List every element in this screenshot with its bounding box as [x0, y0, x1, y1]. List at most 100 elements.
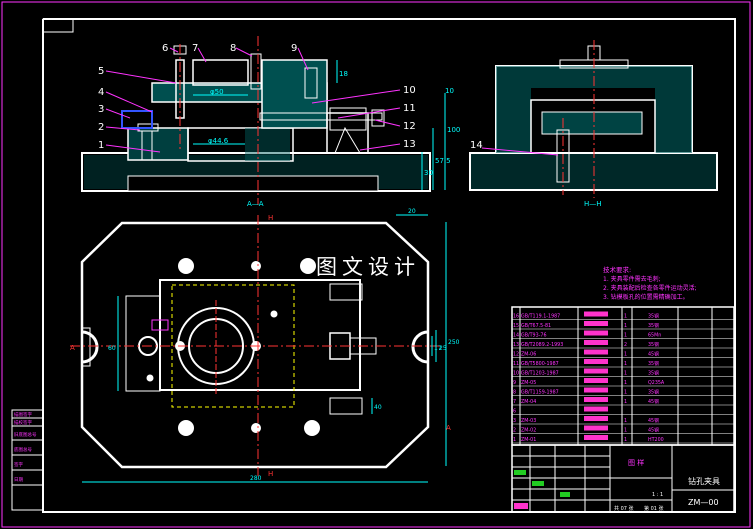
title-green-mark-2 [532, 481, 544, 486]
bom-cell-qty: 1 [624, 371, 627, 377]
leader-4 [105, 91, 153, 113]
bom-table [511, 306, 735, 446]
bom-cell-mat: 45钢 [648, 351, 659, 358]
bom-cell-qty: 1 [624, 314, 627, 320]
overlay-watermark-text: 图文设计 [316, 255, 420, 279]
part-number-3: 3 [98, 104, 104, 115]
bom-cell-qty: 1 [624, 361, 627, 367]
bom-cell-no: 9 [513, 380, 516, 386]
tech-line-3: 3. 钻模板孔的位置需精确加工。 [603, 293, 689, 301]
top-view [70, 214, 447, 483]
bom-cell-qty: 1 [624, 418, 627, 424]
part-number-12: 12 [403, 121, 416, 132]
part-number-10: 10 [403, 85, 416, 96]
leader-12 [374, 119, 401, 127]
bom-cell-no: 15 [513, 323, 519, 329]
dim-text-280: 280 [250, 475, 262, 482]
bom-cell-no: 16 [513, 314, 519, 320]
screw-8 [250, 53, 262, 90]
leader-2 [105, 126, 141, 131]
tech-line-1: 1. 夹具零件需去毛刺; [603, 275, 661, 283]
title-magenta-mark [514, 503, 528, 509]
leader-1 [105, 144, 161, 153]
leader-11 [337, 107, 401, 119]
tech-line-2: 2. 夹具装配后检查各零件运动灵活; [603, 284, 697, 292]
bom-cell-no: 2 [513, 428, 516, 434]
locator-block [121, 110, 153, 129]
plan-magenta-block [151, 319, 169, 331]
plan-bolt-bm [251, 423, 261, 433]
bom-cell-code: ZM-02 [521, 428, 536, 434]
bom-cell-code: ZM-05 [521, 380, 536, 386]
section-label-a-a: A—A [247, 200, 264, 208]
dim-text-250: 250 [448, 339, 460, 346]
bom-cell-qty: 1 [624, 390, 627, 396]
top-left-corner-block [42, 18, 74, 33]
bom-cell-qty: 1 [624, 323, 627, 329]
clamp-rod [259, 112, 383, 121]
bom-cell-no: 8 [513, 390, 516, 396]
dim-text-100: 100 [447, 126, 460, 134]
pin-left-shank [141, 130, 153, 161]
bom-cell-no: 11 [513, 361, 519, 367]
dim-text-40: 40 [374, 404, 382, 411]
left-riser [127, 127, 189, 161]
bom-cell-qty: 1 [624, 428, 627, 434]
part-number-7: 7 [192, 43, 198, 54]
bom-cell-no: 6 [513, 409, 516, 415]
view-mark-a-right: A [446, 424, 451, 432]
bom-cell-mat: 35钢 [648, 389, 659, 396]
dim-text-25: 25 [439, 345, 447, 352]
support-body [187, 127, 294, 162]
stamp-label-1: 描图签字 [14, 411, 32, 418]
bom-name-block [584, 349, 608, 355]
plan-bolt-tm [251, 261, 261, 271]
bom-name-block [584, 311, 608, 317]
tech-title: 技术要求: [603, 265, 631, 274]
bom-cell-no: 3 [513, 418, 516, 424]
dim-text-18: 18 [339, 70, 348, 78]
bom-name-block [584, 425, 608, 431]
stamp-label-6: 日期 [14, 477, 23, 483]
plan-jig-plate [159, 279, 361, 391]
hh-right-wall [655, 88, 692, 153]
bom-cell-no: 1 [513, 437, 516, 443]
leader-8 [235, 47, 253, 57]
spring-clamp [329, 107, 367, 131]
bom-name-block [584, 387, 608, 393]
stamp-label-4: 底图总号 [14, 446, 32, 453]
plan-bolt-tl [178, 258, 194, 274]
bom-cell-code: GB/T119.1-1987 [521, 314, 560, 320]
bom-cell-code: GB/T93-76 [521, 333, 547, 339]
section-view-h-h [469, 40, 718, 198]
bom-name-block [584, 378, 608, 383]
part-number-14: 14 [470, 140, 483, 151]
bom-cell-mat: 35钢 [648, 370, 659, 377]
bom-cell-code: ZM-01 [521, 437, 536, 443]
plan-bolt-tr [300, 258, 316, 274]
hh-workpiece [541, 111, 643, 135]
bom-name-block [584, 435, 608, 440]
dim-text-30: 30 [424, 169, 433, 177]
bom-cell-code: ZM-06 [521, 352, 536, 358]
bom-cell-code: GB/T67.5-81 [521, 323, 551, 329]
bom-name-block [584, 416, 608, 421]
bom-cell-code: GB/T5800-1987 [521, 361, 559, 367]
part-number-4: 4 [98, 87, 104, 98]
part-number-6: 6 [162, 43, 168, 54]
view-mark-h-bottom: H [268, 470, 273, 478]
bom-name-block [584, 359, 608, 364]
leader-10 [311, 89, 401, 104]
title-green-mark-3 [560, 492, 570, 497]
leader-5 [105, 70, 177, 84]
bom-cell-no: 12 [513, 352, 519, 358]
bom-cell-no: 10 [513, 371, 519, 377]
bom-cell-qty: 1 [624, 352, 627, 358]
bom-cell-mat: 35钢 [648, 313, 659, 320]
bom-cell-no: 13 [513, 342, 519, 348]
part-number-11: 11 [403, 103, 416, 114]
bom-name-block [584, 340, 608, 345]
plan-lower-stop [329, 397, 363, 415]
